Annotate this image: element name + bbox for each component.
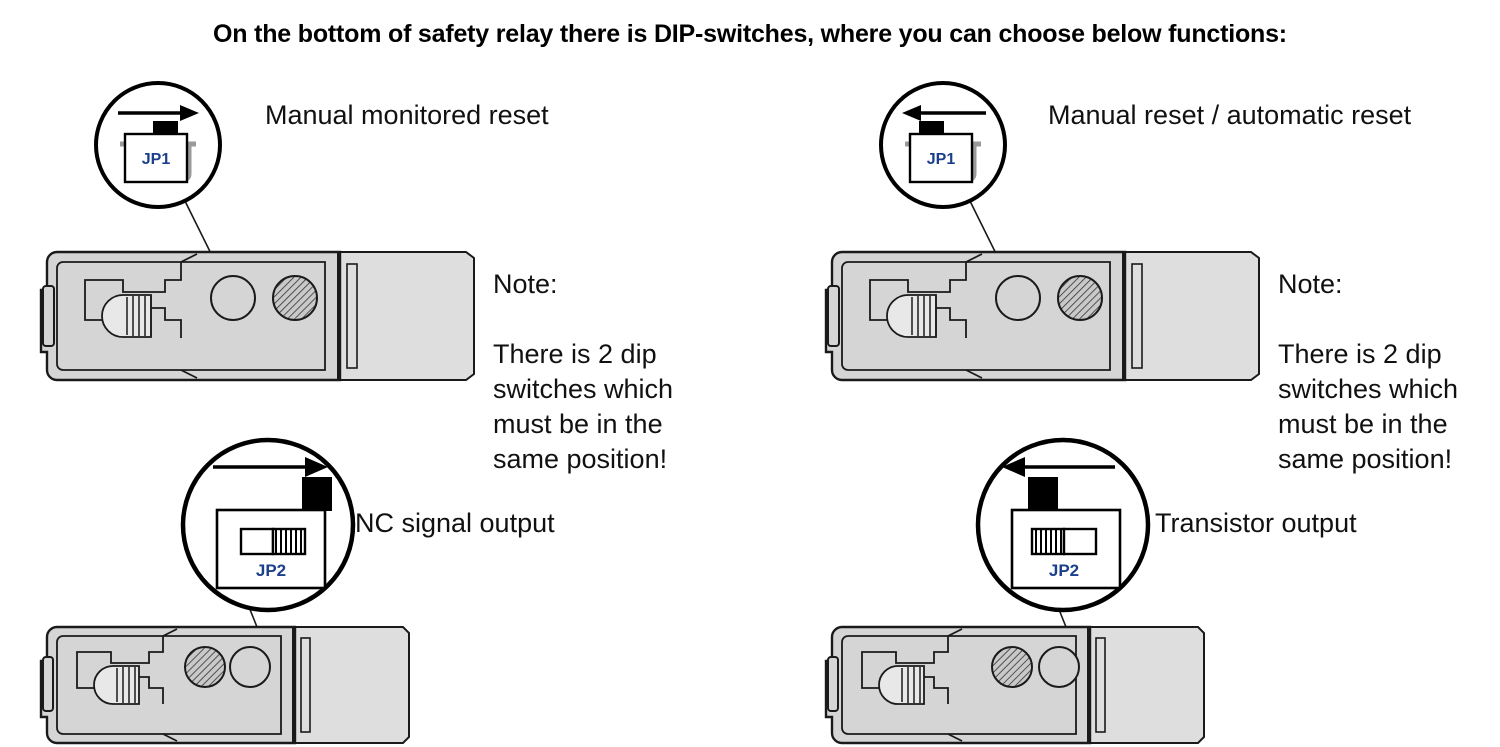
panel-1-note: Note: There is 2 dip switches which must… — [493, 232, 708, 512]
dip-hole-plain[interactable] — [229, 646, 271, 688]
note-heading: Note: — [1278, 269, 1343, 299]
end-slot — [827, 285, 840, 347]
relay-body — [39, 625, 410, 745]
dip-hole-plain[interactable] — [210, 275, 256, 321]
panel-1-graphic: JP1 — [39, 81, 475, 382]
dip-hole-plain[interactable] — [995, 275, 1041, 321]
end-slot — [827, 656, 839, 712]
jumper-jp1[interactable]: JP1 — [120, 121, 196, 184]
panel-manual-monitored-reset: JP1 — [35, 81, 495, 390]
jumper-label: JP2 — [256, 561, 286, 580]
end-slot — [42, 656, 54, 712]
slider-block-hatched — [271, 527, 307, 556]
switch-tab[interactable] — [153, 121, 178, 135]
screw-terminal — [878, 665, 925, 705]
dip-hole-hatched[interactable] — [272, 275, 318, 321]
note-text: There is 2 dip switches which must be in… — [1278, 339, 1459, 474]
panel-2-note: Note: There is 2 dip switches which must… — [1278, 232, 1493, 512]
dip-hole-hatched[interactable] — [184, 646, 226, 688]
dip-hole-hatched[interactable] — [1057, 275, 1103, 321]
relay-body — [824, 250, 1260, 382]
page-title: On the bottom of safety relay there is D… — [213, 20, 1287, 48]
switch-tab[interactable] — [302, 477, 332, 511]
switch-tab[interactable] — [919, 121, 944, 135]
panel-transistor-output: JP2 — [820, 435, 1290, 745]
direction-arrow-left-icon — [902, 105, 986, 121]
direction-arrow-left-icon — [1002, 457, 1115, 477]
screw-terminal — [93, 665, 140, 705]
note-heading: Note: — [493, 269, 558, 299]
note-text: There is 2 dip switches which must be in… — [493, 339, 674, 474]
slider-block-hatched — [1030, 527, 1066, 556]
switch-tab[interactable] — [1028, 477, 1058, 511]
jumper-jp2[interactable]: JP2 — [1010, 477, 1122, 590]
panel-1-label: Manual monitored reset — [265, 100, 549, 130]
panel-nc-signal-output: JP2 — [35, 435, 495, 745]
direction-arrow-right-icon — [213, 457, 328, 477]
panel-2-graphic: JP1 — [824, 81, 1260, 382]
panel-2-label: Manual reset / automatic reset — [1048, 100, 1412, 130]
jumper-jp1[interactable]: JP1 — [905, 121, 981, 184]
end-slot — [42, 285, 55, 347]
slider-block-open — [1062, 527, 1098, 556]
jumper-body — [123, 132, 189, 184]
relay-body — [824, 625, 1205, 745]
screw-terminal — [886, 294, 937, 338]
jumper-label: JP1 — [927, 151, 956, 168]
jumper-jp2[interactable]: JP2 — [215, 477, 332, 590]
panel-3-label: NC signal output — [355, 508, 555, 538]
panel-4-label: Transistor output — [1155, 508, 1357, 538]
relay-body — [39, 250, 475, 382]
jumper-label: JP1 — [142, 151, 171, 168]
slider-block-open — [239, 527, 275, 556]
panel-3-graphic: JP2 — [39, 437, 410, 745]
direction-arrow-right-icon — [118, 105, 199, 121]
jumper-body — [908, 132, 974, 184]
panel-manual-reset-automatic-reset: JP1 — [820, 81, 1290, 390]
dip-hole-hatched[interactable] — [991, 646, 1033, 688]
jumper-label: JP2 — [1049, 561, 1079, 580]
screw-terminal — [101, 294, 152, 338]
dip-hole-plain[interactable] — [1038, 646, 1080, 688]
panel-4-graphic: JP2 — [824, 437, 1205, 745]
